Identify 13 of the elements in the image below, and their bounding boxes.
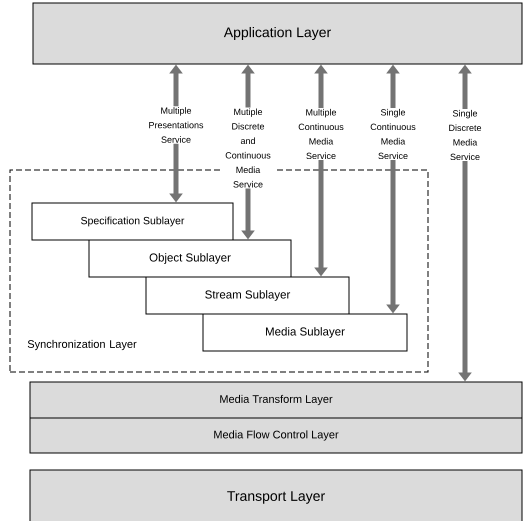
- edge-label: Mutiple Discrete and Continuous Media Service: [222, 107, 274, 189]
- layer-box: Media Flow Control Layer: [30, 418, 522, 454]
- sublayer-box: Media Sublayer: [202, 314, 408, 352]
- layer-box: Application Layer: [32, 2, 522, 64]
- layer-box: Media Transform Layer: [30, 382, 522, 418]
- edge-label: Single Continuous Media Service: [367, 108, 419, 160]
- edge-label: Multiple Presentations Service: [144, 106, 208, 144]
- sublayer-box: Object Sublayer: [88, 240, 292, 278]
- sublayer-box: Stream Sublayer: [146, 276, 350, 314]
- sublayer-box: Specification Sublayer: [32, 202, 234, 240]
- edge-label: Multiple Continuous Media Service: [295, 108, 347, 160]
- layer-box: Transport Layer: [30, 470, 522, 521]
- edge-label: Single Discrete Media Service: [439, 108, 491, 162]
